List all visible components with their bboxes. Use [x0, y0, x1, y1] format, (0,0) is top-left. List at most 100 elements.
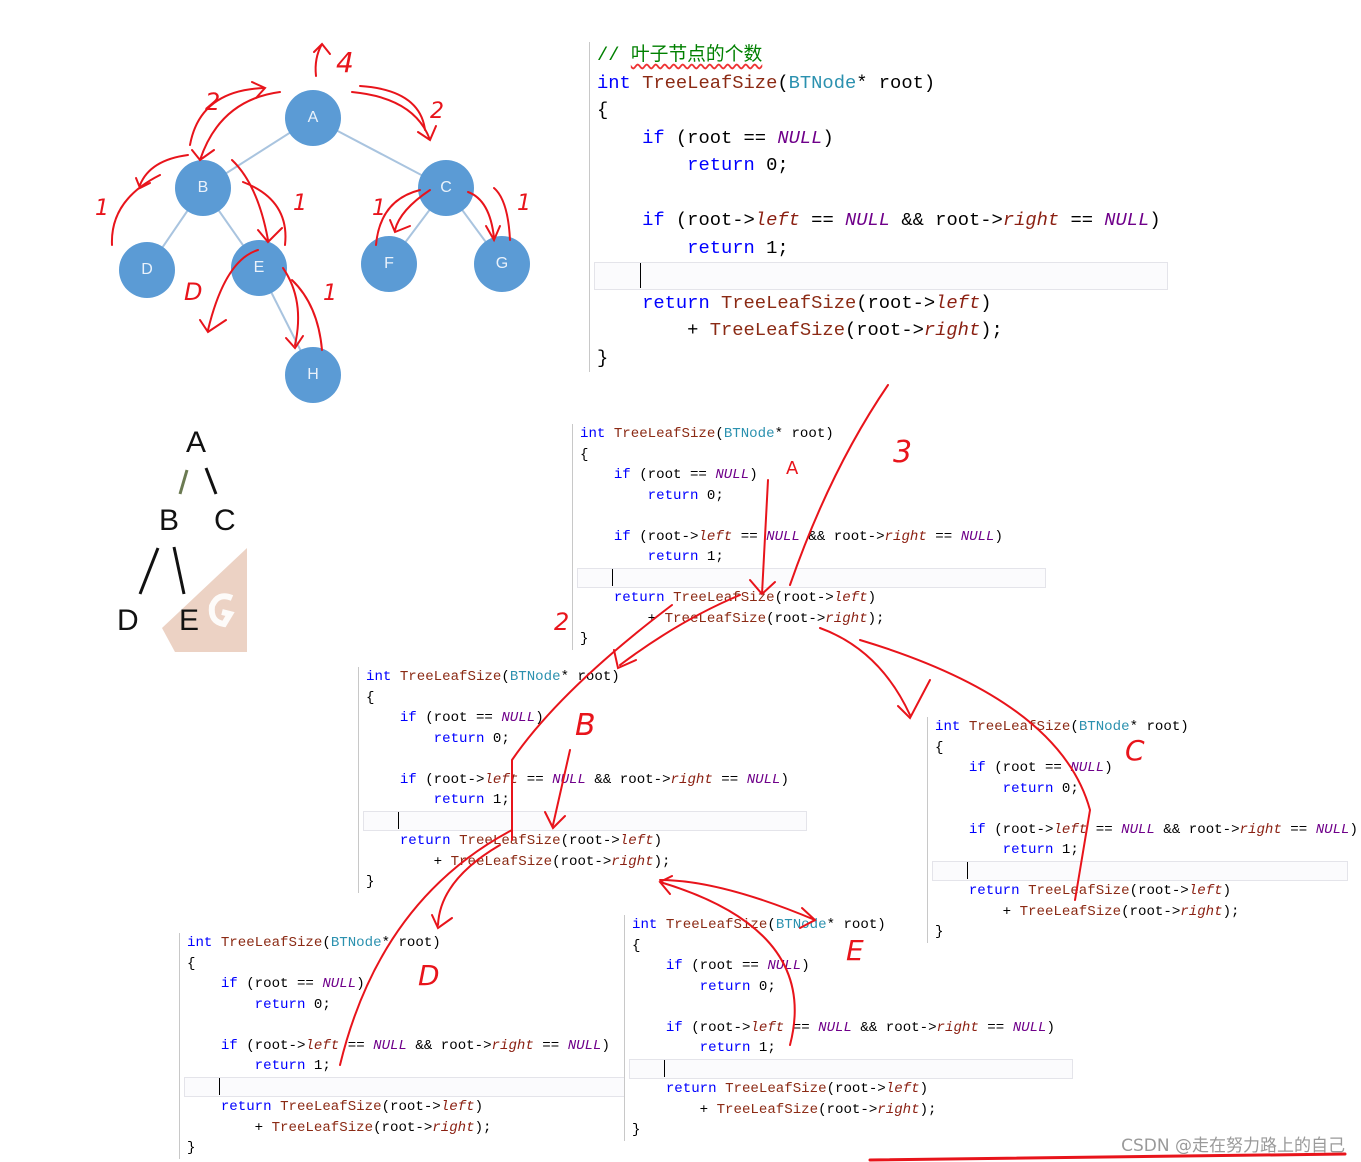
code-token: {	[580, 446, 589, 463]
tree-node-d: D	[119, 242, 175, 298]
code-token	[187, 1058, 255, 1074]
code-token: (root->	[844, 319, 924, 341]
code-token: right	[491, 1037, 534, 1054]
code-token: );	[474, 1119, 492, 1136]
code-token	[605, 426, 613, 442]
code-token: )	[980, 291, 992, 314]
code-token: )	[601, 1037, 610, 1054]
code-token: +	[187, 1119, 272, 1136]
csdn-watermark: CSDN @走在努力路上的自己	[1121, 1136, 1345, 1156]
code-line: return 1;	[935, 840, 1079, 861]
code-token: ==	[978, 1019, 1013, 1036]
code-line: }	[935, 922, 943, 943]
code-token: )	[535, 710, 544, 726]
code-token: TreeLeafSize	[1019, 903, 1122, 920]
code-line: return 0;	[580, 486, 724, 507]
code-token: 1;	[750, 1040, 776, 1056]
code-token: 1;	[305, 1058, 331, 1074]
code-token: NULL	[373, 1037, 407, 1054]
code-token: return	[647, 549, 699, 565]
code-line: return TreeLeafSize(root->left)	[366, 831, 662, 852]
code-line: int TreeLeafSize(BTNode* root)	[597, 70, 935, 98]
code-token: BTNode	[788, 71, 857, 94]
code-token: ==	[339, 1037, 374, 1054]
code-token: right	[884, 528, 927, 545]
tree-node-b: B	[175, 160, 231, 216]
code-token: (root->	[826, 1081, 886, 1097]
code-token: TreeLeafSize	[665, 917, 768, 933]
code-token	[597, 237, 687, 259]
code-token: {	[632, 937, 641, 954]
code-token: int	[580, 426, 606, 442]
code-token: * root)	[774, 426, 834, 442]
code-blank-line	[580, 506, 588, 527]
code-token: left	[1053, 821, 1088, 838]
code-token: ==	[732, 528, 767, 545]
code-token: +	[366, 853, 451, 870]
code-token: (root ==	[664, 126, 778, 149]
code-token	[597, 154, 687, 176]
code-token: {	[597, 99, 609, 121]
code-block-call-c: int TreeLeafSize(BTNode* root){ if (root…	[927, 717, 1358, 943]
code-token: )	[801, 958, 810, 974]
code-token: && root->	[406, 1037, 492, 1054]
code-token	[657, 917, 665, 933]
small-tree-a: A	[186, 426, 207, 459]
code-token: return	[642, 291, 710, 314]
code-token: NULL	[501, 710, 536, 726]
code-line: }	[187, 1138, 195, 1159]
code-token: }	[366, 874, 375, 890]
code-token: && root->	[585, 771, 671, 788]
code-token: right	[1002, 209, 1060, 231]
code-line: return 1;	[597, 235, 788, 263]
code-line: + TreeLeafSize(root->right);	[632, 1100, 937, 1121]
tree-node-a: A	[285, 90, 341, 146]
code-token: left	[619, 833, 654, 849]
code-token	[665, 590, 673, 606]
code-token: 0;	[484, 730, 510, 747]
code-token: if	[642, 209, 665, 231]
code-token: )	[1149, 209, 1161, 231]
code-token	[597, 127, 642, 149]
code-token: return	[1002, 780, 1054, 797]
code-token: (root->	[552, 853, 612, 870]
code-token: left	[484, 771, 519, 788]
watermark-logo	[162, 548, 247, 652]
code-token: (root->	[1129, 883, 1189, 899]
code-token: int	[187, 935, 213, 951]
code-token: +	[580, 610, 665, 627]
code-token: int	[632, 917, 658, 933]
code-token: (root->	[237, 1037, 306, 1054]
code-token	[580, 488, 648, 504]
code-token: +	[597, 319, 710, 341]
code-token: )	[474, 1099, 484, 1115]
code-line: {	[366, 688, 374, 709]
code-block-call-e: int TreeLeafSize(BTNode* root){ if (root…	[624, 915, 1073, 1141]
code-comment: // 叶子节点的个数	[597, 44, 763, 66]
code-line: {	[187, 954, 195, 975]
code-token: left	[750, 1019, 785, 1036]
code-token	[580, 467, 614, 483]
code-token	[960, 719, 968, 735]
current-line-highlight	[184, 1076, 625, 1097]
code-token: TreeLeafSize	[709, 319, 845, 341]
code-token: ==	[926, 528, 961, 545]
code-token: (	[715, 426, 724, 442]
code-token: (root->	[664, 209, 755, 231]
code-line: return 0;	[935, 779, 1079, 800]
current-line-highlight	[363, 810, 807, 831]
code-line: if (root == NULL)	[366, 708, 544, 729]
code-token: left	[305, 1037, 340, 1054]
tree-node-h: H	[285, 347, 341, 403]
code-token	[451, 833, 459, 849]
code-token: 0;	[305, 996, 331, 1013]
code-token: && root->	[1154, 821, 1240, 838]
code-token: int	[597, 71, 631, 94]
code-token	[935, 760, 969, 776]
code-line: if (root == NULL)	[597, 125, 834, 153]
small-tree-e: E	[179, 604, 200, 637]
code-line: + TreeLeafSize(root->right);	[366, 852, 671, 873]
code-line: + TreeLeafSize(root->right);	[187, 1118, 492, 1139]
watermark-logo-mark	[208, 593, 235, 628]
code-token: NULL	[1315, 821, 1350, 838]
